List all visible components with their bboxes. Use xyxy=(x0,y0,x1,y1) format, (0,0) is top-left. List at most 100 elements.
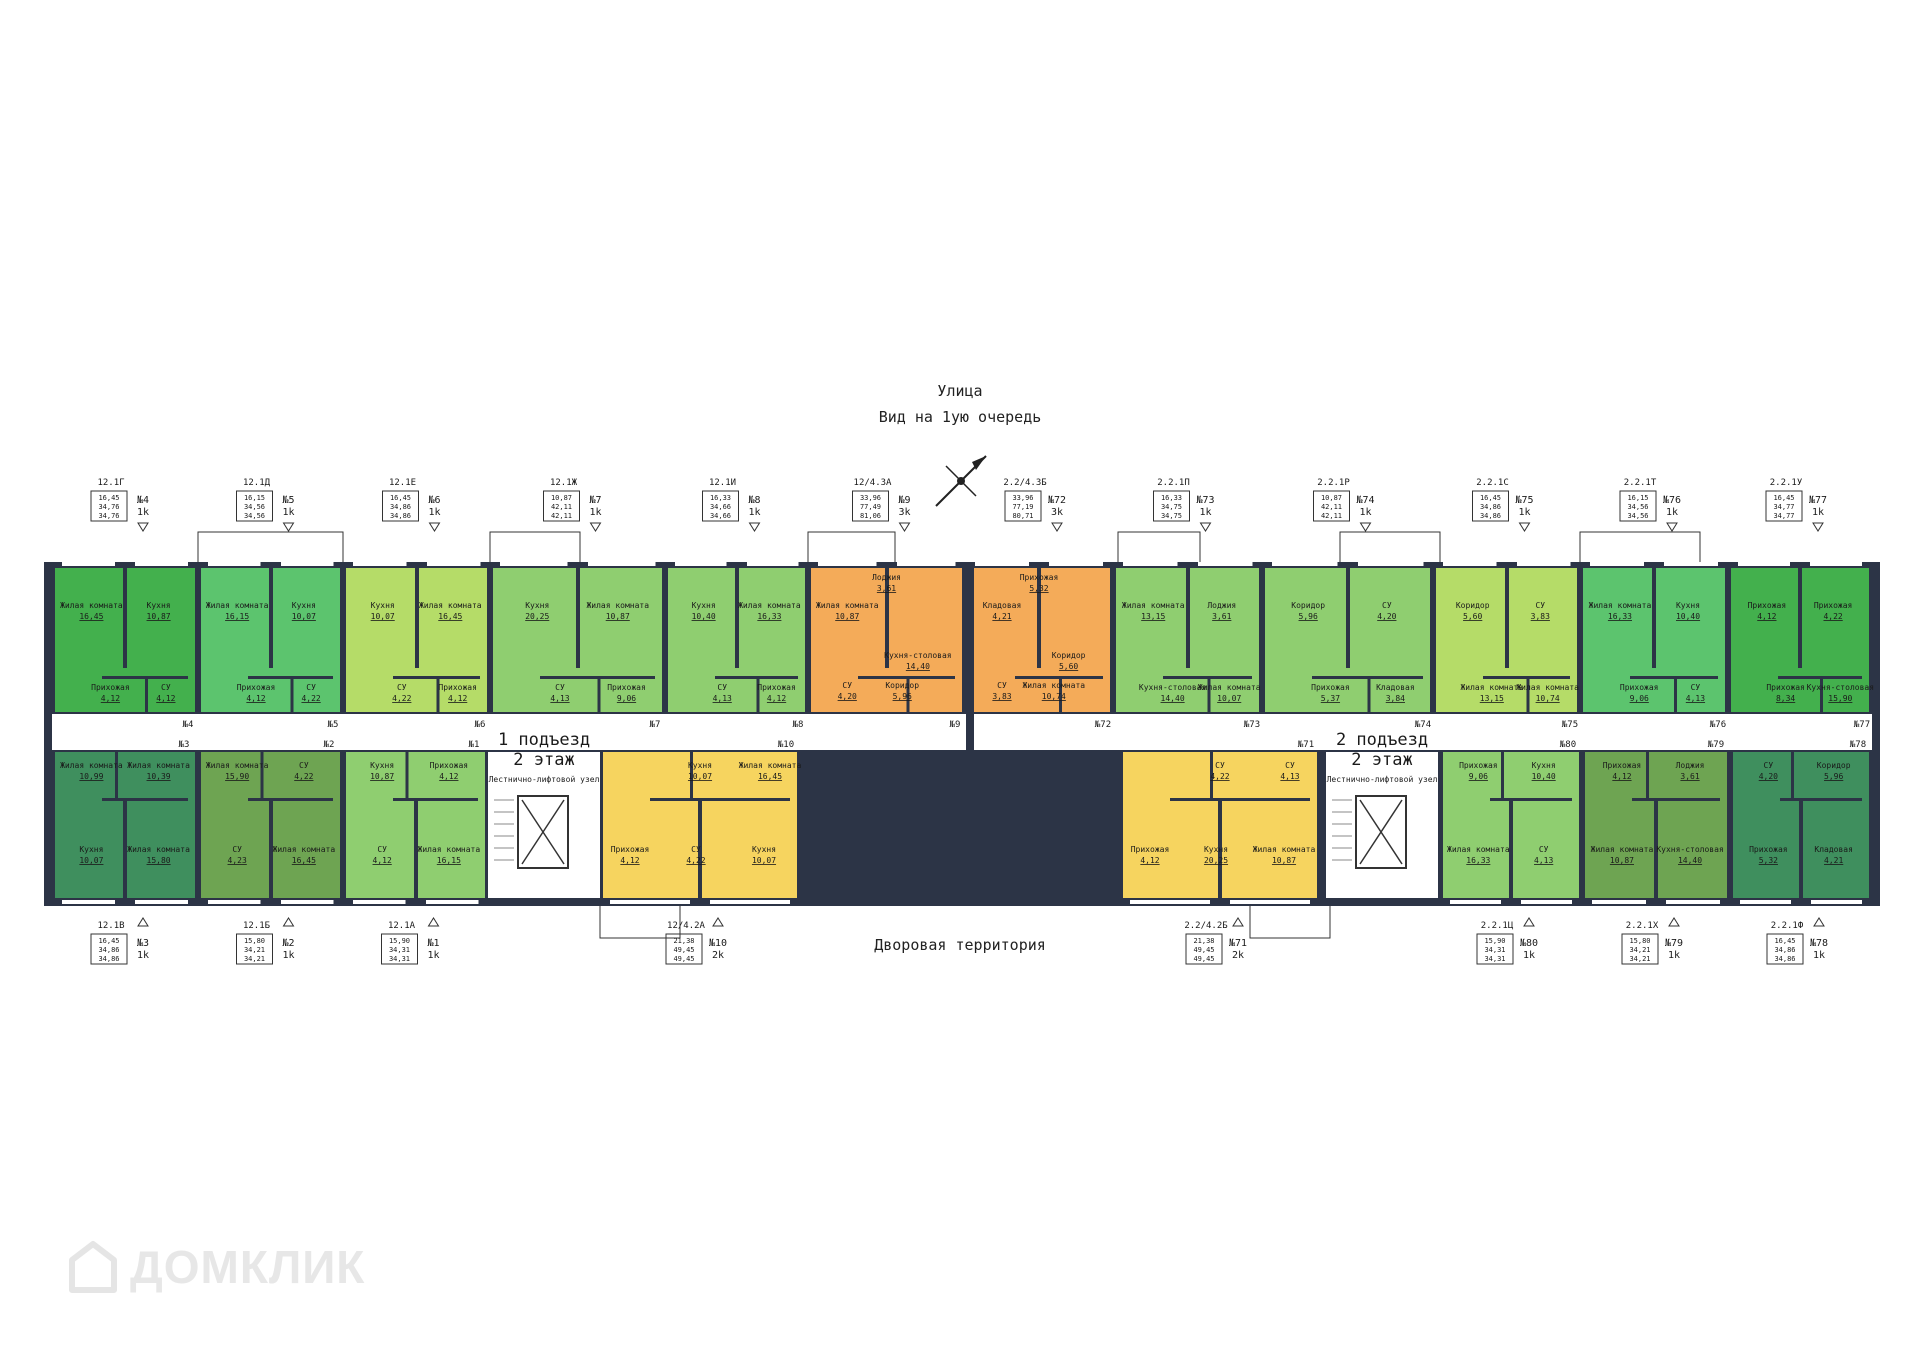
corridor xyxy=(52,714,1872,750)
room-area: 4,12 xyxy=(1140,856,1159,865)
apartment-area: 16,45 xyxy=(1773,494,1794,502)
balcony-outline xyxy=(489,531,581,562)
room-name: Жилая комната xyxy=(586,601,649,610)
apartment-number: №4 xyxy=(137,495,149,506)
window xyxy=(1810,562,1862,566)
apartment-code: 2.2.1У xyxy=(1770,478,1803,488)
window xyxy=(610,900,690,904)
apartment-area: 10,87 xyxy=(1321,494,1342,502)
room-area: 16,15 xyxy=(437,856,461,865)
room-area: 5,60 xyxy=(1059,662,1078,671)
room-area: 5,96 xyxy=(893,692,912,701)
corridor-apartment-number: №4 xyxy=(182,720,194,730)
window xyxy=(1517,562,1571,566)
internal-wall xyxy=(1799,800,1803,898)
apartment-area: 15,80 xyxy=(1629,937,1650,945)
internal-wall xyxy=(906,676,910,712)
apartment-area: 34,86 xyxy=(390,503,411,511)
internal-wall xyxy=(885,568,889,668)
room-name: СУ xyxy=(717,683,727,692)
room-name: Лоджия xyxy=(1676,761,1705,770)
room-area: 4,12 xyxy=(246,694,265,703)
apartment-rooms: 1k xyxy=(1359,507,1371,518)
internal-wall xyxy=(690,752,693,798)
internal-wall xyxy=(393,798,478,801)
apartment-area: 34,77 xyxy=(1773,503,1794,511)
apartment-area: 34,86 xyxy=(98,955,119,963)
corridor-apartment-number: №3 xyxy=(178,740,190,750)
balcony-outline xyxy=(1249,906,1331,939)
room-area: 10,87 xyxy=(147,612,171,621)
window xyxy=(975,562,1029,566)
room-name: Прихожая xyxy=(1459,761,1498,770)
room-area: 4,21 xyxy=(992,612,1011,621)
window xyxy=(135,900,188,904)
room-name: Жилая комната xyxy=(1122,601,1185,610)
internal-wall xyxy=(1059,676,1062,712)
room-name: Прихожая xyxy=(1020,573,1059,582)
room-area: 4,12 xyxy=(1612,772,1631,781)
room-area: 9,06 xyxy=(617,694,636,703)
internal-wall xyxy=(735,568,739,668)
room-area: 4,22 xyxy=(392,694,411,703)
room-area: 4,22 xyxy=(686,856,705,865)
window xyxy=(1450,900,1501,904)
room-area: 20,25 xyxy=(525,612,549,621)
room-area: 3,61 xyxy=(1680,772,1699,781)
room-area: 16,33 xyxy=(757,612,781,621)
apartment-code: 12.1И xyxy=(709,478,736,488)
internal-wall xyxy=(1367,676,1371,712)
area-box xyxy=(90,490,128,522)
corridor-apartment-number: №79 xyxy=(1707,740,1724,750)
apartment-area: 34,31 xyxy=(389,955,410,963)
internal-wall xyxy=(269,568,273,668)
room-area: 10,07 xyxy=(371,612,395,621)
apartment-area: 42,11 xyxy=(551,512,572,520)
internal-wall xyxy=(1526,676,1530,712)
area-box xyxy=(382,490,419,522)
room-name: СУ xyxy=(842,681,852,690)
apartment-rooms: 1k xyxy=(1812,507,1824,518)
elevator-shaft xyxy=(517,795,569,869)
room-area: 16,45 xyxy=(758,772,782,781)
room-area: 4,21 xyxy=(1824,856,1843,865)
room-area: 10,07 xyxy=(292,612,316,621)
area-box xyxy=(852,490,889,522)
room-area: 4,12 xyxy=(101,694,120,703)
room-area: 8,34 xyxy=(1776,694,1795,703)
apartment-number: №76 xyxy=(1663,495,1681,506)
room-name: Жилая комната xyxy=(1022,681,1085,690)
area-box xyxy=(1476,933,1514,965)
room-name: Кухня xyxy=(1532,761,1556,770)
room-area: 4,20 xyxy=(838,692,857,701)
room-name: Прихожая xyxy=(1766,683,1805,692)
entrance-marker xyxy=(1359,522,1372,532)
area-box xyxy=(1621,933,1659,965)
balcony-outline xyxy=(1579,531,1701,562)
room-area: 5,96 xyxy=(1824,772,1843,781)
entrance-marker xyxy=(282,522,295,532)
entrance-marker xyxy=(1666,522,1678,532)
window xyxy=(818,562,877,566)
room-area: 4,12 xyxy=(156,694,175,703)
apartment-code: 12/4.3А xyxy=(854,478,893,488)
apartment-area: 33,96 xyxy=(860,494,881,502)
apartment-area: 42,11 xyxy=(1321,503,1342,511)
apartment-top: Жилая комната16,33Кухня10,40Прихожая9,06… xyxy=(1583,478,1726,730)
room-name: Кухня-столовая xyxy=(1807,683,1874,692)
apartment-number: №6 xyxy=(428,495,440,506)
room-name: Прихожая xyxy=(1748,601,1787,610)
balcony-outline xyxy=(807,531,896,562)
central-wall xyxy=(966,562,974,906)
room-area: 9,06 xyxy=(1469,772,1488,781)
apartment-area: 15,90 xyxy=(389,937,410,945)
apartment-area: 34,56 xyxy=(1627,503,1648,511)
apartment-code: 12.1Б xyxy=(243,921,270,931)
